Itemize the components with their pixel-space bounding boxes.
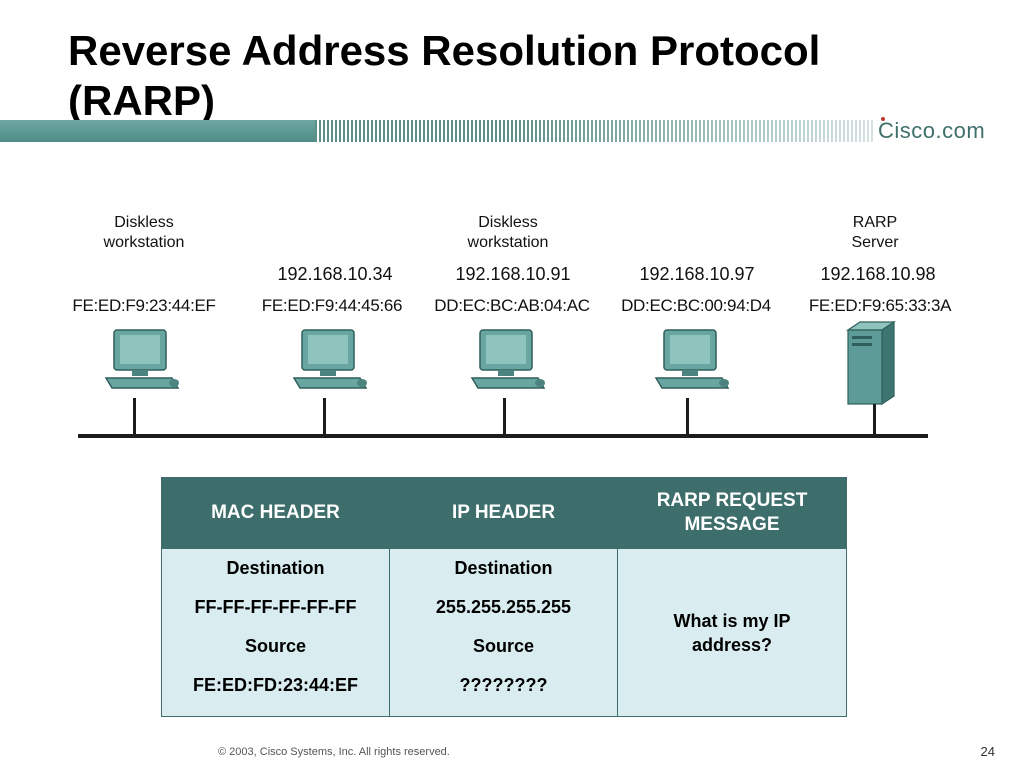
table-body-row: Destination FF-FF-FF-FF-FF-FF Source FE:… [161, 548, 847, 717]
node-1-drop-line [133, 398, 136, 436]
rarp-request-heading: RARP REQUEST MESSAGE [617, 477, 847, 549]
node-3-label: Diskless workstation [467, 214, 549, 251]
node-3-mac: DD:EC:BC:AB:04:AC [434, 296, 590, 315]
mac-destination-label: Destination [226, 558, 325, 578]
node-5-drop-line [873, 404, 876, 436]
slide-title: Reverse Address Resolution Protocol (RAR… [68, 27, 821, 124]
workstation-icon [470, 329, 546, 389]
ip-source-value: ???????? [459, 675, 548, 695]
mac-source-label: Source [244, 636, 307, 656]
node-3-ip: 192.168.10.91 [455, 264, 571, 284]
workstation-icon [292, 329, 368, 389]
node-5-mac: FE:ED:F9:65:33:3A [808, 296, 952, 315]
copyright-footer: © 2003, Cisco Systems, Inc. All rights r… [218, 746, 450, 758]
page-number: 24 [980, 744, 995, 759]
node-1-mac: FE:ED:F9:23:44:EF [72, 296, 216, 315]
node-3-drop-line [503, 398, 506, 436]
banner-striped-bar [315, 120, 875, 142]
ip-destination-label: Destination [454, 558, 553, 578]
ip-destination-value: 255.255.255.255 [435, 597, 572, 617]
table-header-row: MAC HEADER IP HEADER RARP REQUEST MESSAG… [161, 477, 847, 549]
node-5-label: RARP Server [851, 214, 899, 251]
mac-header-heading: MAC HEADER [161, 477, 390, 549]
node-2-drop-line [323, 398, 326, 436]
workstation-icon [654, 329, 730, 389]
mac-destination-value: FF-FF-FF-FF-FF-FF [194, 597, 357, 617]
node-2-ip: 192.168.10.34 [277, 264, 393, 284]
banner-solid-bar [0, 120, 320, 142]
mac-header-cell: Destination FF-FF-FF-FF-FF-FF Source FE:… [161, 548, 390, 717]
rarp-message-cell: What is my IP address? [617, 548, 847, 717]
node-4-drop-line [686, 398, 689, 436]
brand-logo: Cisco.com [878, 117, 1018, 144]
rarp-frame-table: MAC HEADER IP HEADER RARP REQUEST MESSAG… [161, 477, 847, 717]
brand-dot [881, 117, 885, 121]
ip-header-cell: Destination 255.255.255.255 Source ?????… [389, 548, 618, 717]
brand-text: Cisco.com [878, 118, 986, 143]
node-4-mac: DD:EC:BC:00:94:D4 [621, 296, 771, 315]
rarp-message-text: What is my IP address? [673, 610, 791, 655]
header-banner: Cisco.com [0, 117, 1024, 144]
node-2-mac: FE:ED:F9:44:45:66 [261, 296, 403, 315]
node-5-ip: 192.168.10.98 [820, 264, 936, 284]
node-4-ip: 192.168.10.97 [639, 264, 755, 284]
ip-source-label: Source [472, 636, 535, 656]
mac-source-value: FE:ED:FD:23:44:EF [192, 675, 358, 695]
network-bus-line [78, 434, 928, 438]
workstation-icon [104, 329, 180, 389]
server-icon [846, 320, 896, 406]
node-1-label: Diskless workstation [103, 214, 185, 251]
ip-header-heading: IP HEADER [389, 477, 618, 549]
